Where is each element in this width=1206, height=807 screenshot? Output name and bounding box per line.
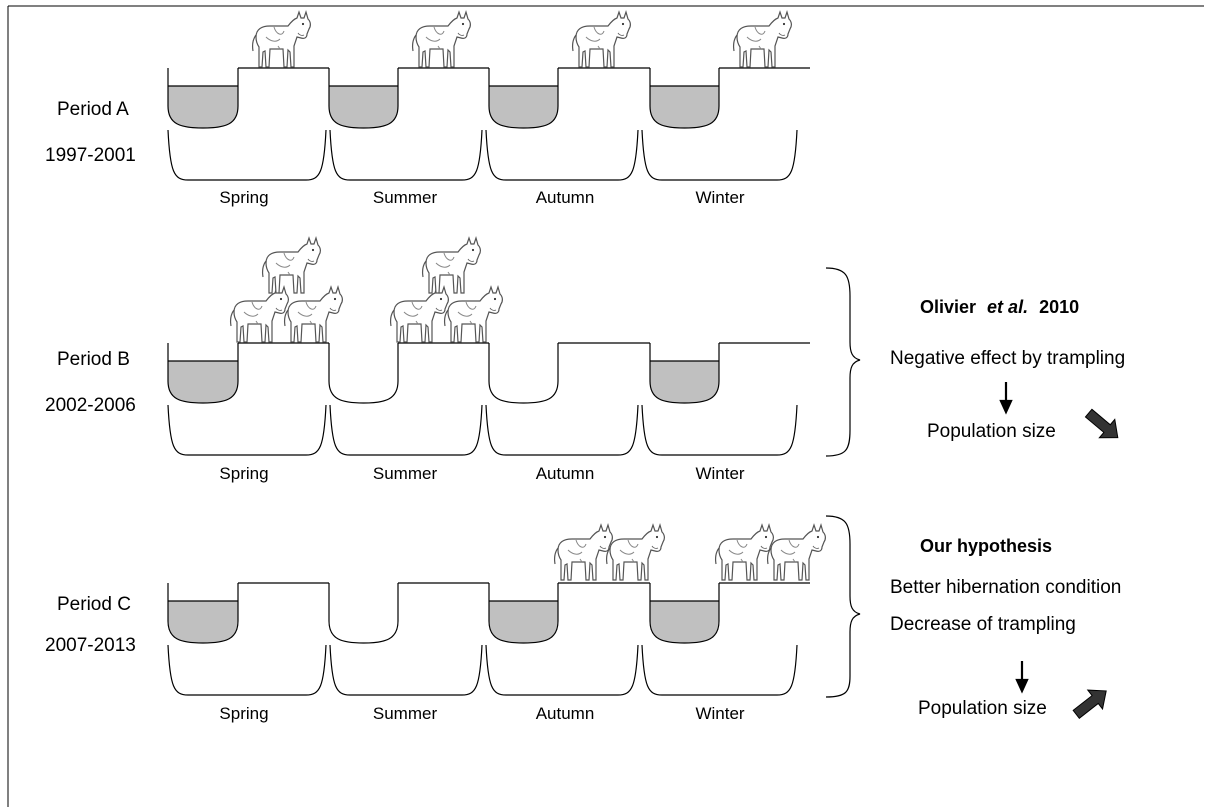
reference-etal: et al. <box>987 297 1028 317</box>
trend-arrow-icon <box>1084 408 1119 439</box>
down-arrow-icon <box>1015 661 1029 694</box>
season-segment <box>167 644 327 696</box>
season-label-autumn: Autumn <box>536 188 595 207</box>
period-c-row: Period C 2007-2013 Spring Summer Autumn … <box>45 524 826 723</box>
cow-icon <box>554 524 613 581</box>
season-segment <box>641 129 798 181</box>
pond-outline <box>328 343 399 404</box>
season-segment <box>485 644 639 696</box>
cow-icon <box>390 286 449 343</box>
season-segment <box>485 404 639 456</box>
season-label-winter: Winter <box>695 188 744 207</box>
hypothesis-line-1: Better hibernation condition <box>890 577 1121 598</box>
pond-water <box>168 601 238 643</box>
period-b-cows <box>230 237 503 343</box>
pond-outline <box>488 68 559 129</box>
cow-icon <box>284 286 343 343</box>
reference-citation: Olivier et al. 2010 <box>920 297 1079 317</box>
period-a-label: Period A <box>57 99 129 120</box>
figure-frame <box>7 5 1204 807</box>
cow-icon <box>733 11 792 68</box>
pond-water <box>329 86 398 128</box>
cow-icon <box>572 11 631 68</box>
cow-icon <box>230 286 289 343</box>
period-c-label: Period C <box>57 594 131 615</box>
pond-outline <box>649 68 720 129</box>
period-c-ground-track <box>167 582 810 696</box>
season-segment <box>485 129 639 181</box>
hypothesis-line-2: Decrease of trampling <box>890 614 1076 635</box>
season-label-autumn: Autumn <box>536 704 595 723</box>
season-segment <box>641 404 798 456</box>
period-b-label: Period B <box>57 349 130 370</box>
pond-outline <box>488 583 559 644</box>
population-size-text-c: Population size <box>918 698 1047 719</box>
period-a-row: Period A 1997-2001 Spring Summer Autumn … <box>45 11 810 207</box>
cow-icon <box>262 237 321 294</box>
cow-icon <box>444 286 503 343</box>
season-label-spring: Spring <box>219 188 268 207</box>
period-b-years: 2002-2006 <box>45 395 136 416</box>
pond-water <box>650 361 719 403</box>
season-label-winter: Winter <box>695 704 744 723</box>
period-a-ground-track <box>167 67 810 181</box>
period-c-years: 2007-2013 <box>45 635 136 656</box>
down-arrow-icon <box>999 382 1013 415</box>
cow-icon <box>606 524 665 581</box>
period-c-cows <box>554 524 826 581</box>
pond-outline <box>167 68 239 129</box>
season-segment <box>167 129 327 181</box>
pond-water <box>650 601 719 643</box>
pond-outline <box>649 583 720 644</box>
period-b-ground-track <box>167 342 810 456</box>
pond-outline <box>167 583 239 644</box>
season-label-summer: Summer <box>373 464 438 483</box>
pond-water <box>168 86 238 128</box>
pond-outline <box>167 343 239 404</box>
season-segment <box>329 644 483 696</box>
cow-icon <box>422 237 481 294</box>
season-segment <box>329 404 483 456</box>
season-segment <box>329 129 483 181</box>
season-label-autumn: Autumn <box>536 464 595 483</box>
season-label-summer: Summer <box>373 704 438 723</box>
pond-outline <box>328 583 399 644</box>
population-size-text-b: Population size <box>927 421 1056 442</box>
pond-water <box>489 86 558 128</box>
cow-icon <box>252 11 311 68</box>
brace-icon <box>825 267 861 457</box>
season-label-spring: Spring <box>219 464 268 483</box>
period-a-years: 1997-2001 <box>45 145 136 166</box>
effect-text: Negative effect by trampling <box>890 348 1125 369</box>
pond-water <box>168 361 238 403</box>
season-label-summer: Summer <box>373 188 438 207</box>
season-segment <box>167 404 327 456</box>
cow-icon <box>767 524 826 581</box>
season-label-spring: Spring <box>219 704 268 723</box>
period-a-cows <box>252 11 792 68</box>
season-segment <box>641 644 798 696</box>
pond-outline <box>649 343 720 404</box>
pond-outline <box>328 68 399 129</box>
hypothesis-heading: Our hypothesis <box>920 536 1052 556</box>
period-b-row: Period B 2002-2006 Spring Summer Autumn … <box>45 237 810 483</box>
reference-author: Olivier <box>920 297 976 317</box>
brace-icon <box>825 515 861 698</box>
cow-icon <box>715 524 774 581</box>
pond-water <box>489 601 558 643</box>
cow-icon <box>412 11 471 68</box>
trend-arrow-icon <box>1072 689 1107 719</box>
reference-year: 2010 <box>1039 297 1079 317</box>
season-label-winter: Winter <box>695 464 744 483</box>
pond-outline <box>488 343 559 404</box>
pond-water <box>650 86 719 128</box>
